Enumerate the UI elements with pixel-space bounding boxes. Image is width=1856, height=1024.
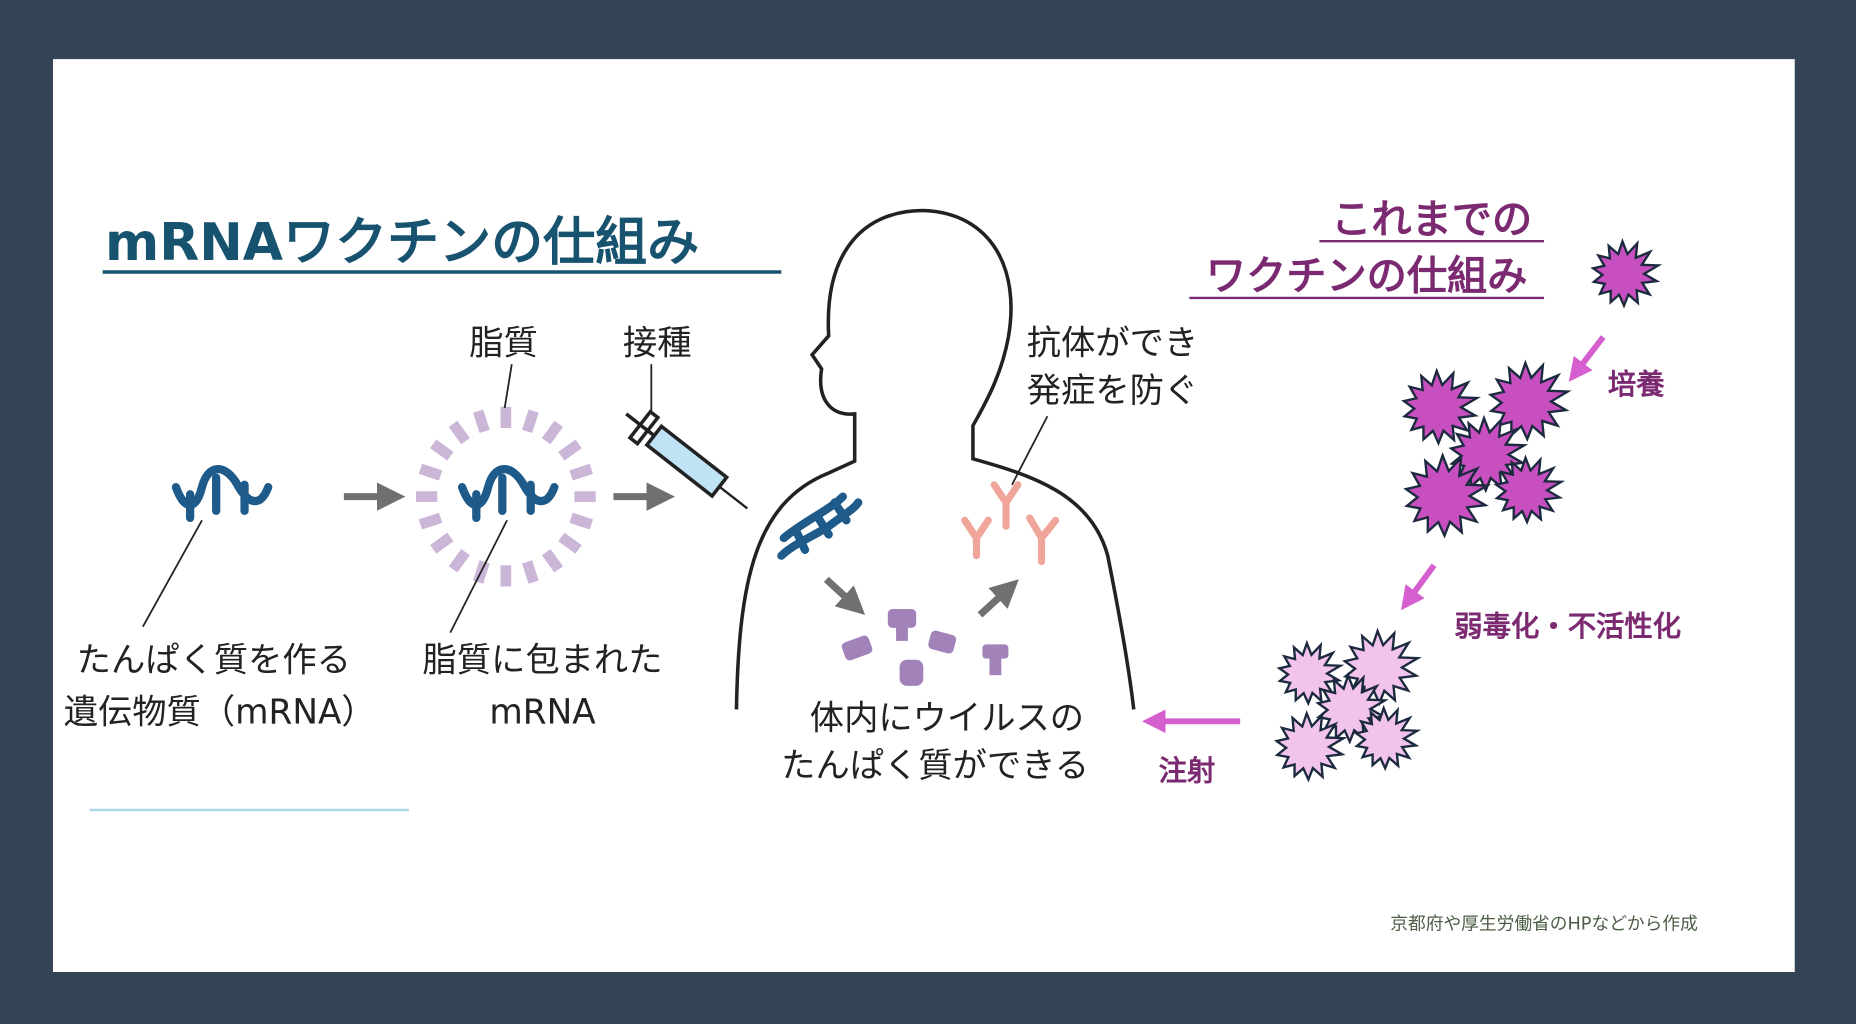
lipid-dash <box>558 439 582 461</box>
lipid-dash <box>541 548 563 573</box>
label-inject: 注射 <box>1159 754 1216 787</box>
virus-icon <box>1487 359 1572 443</box>
label-mrna-2: 遺伝物質（mRNA） <box>64 693 376 733</box>
label-culture: 培養 <box>1608 368 1665 401</box>
slide-background <box>52 59 1795 972</box>
arrow-attenuate-icon <box>1401 563 1437 611</box>
lipid-shell <box>416 406 596 587</box>
label-mrna-1: たんぱく質を作る <box>77 641 351 681</box>
arrow-down-icon <box>823 576 866 616</box>
label-wrapped-1: 脂質に包まれた <box>423 641 663 681</box>
label-antibody-1: 抗体ができ <box>1027 324 1198 364</box>
label-attenuate: 弱毒化・不活性化 <box>1454 610 1681 643</box>
lipid-dash <box>521 560 539 584</box>
virus-icon <box>1401 367 1481 447</box>
label-antibody-2: 発症を防ぐ <box>1027 371 1198 411</box>
label-protein-2: たんぱく質ができる <box>781 746 1089 786</box>
virus-icon <box>1403 452 1492 539</box>
lipid-dash <box>569 512 593 530</box>
syringe-icon <box>625 409 749 510</box>
virus-icon <box>1353 704 1422 772</box>
arrow-up-icon <box>977 579 1019 618</box>
body-mrna-icon <box>777 492 863 560</box>
human-silhouette <box>734 208 1136 710</box>
viral-protein-icons <box>841 608 1009 686</box>
virus-icon <box>1493 454 1566 525</box>
label-wrapped-2: mRNA <box>489 693 596 733</box>
lipid-dash <box>473 409 490 434</box>
traditional-title-1: これまでの <box>1331 197 1532 243</box>
lipid-dash <box>430 532 454 554</box>
arrow-culture-icon <box>1568 335 1606 382</box>
traditional-title-2: ワクチンの仕組み <box>1206 254 1528 300</box>
wrapped-mrna-icon <box>457 465 559 523</box>
mrna-title: mRNAワクチンの仕組み <box>105 213 699 273</box>
lipid-dash <box>418 512 443 530</box>
lipid-dash <box>558 532 582 554</box>
lipid-dash <box>448 548 470 573</box>
lipid-dash <box>448 420 470 445</box>
lipid-dash <box>430 439 454 461</box>
lipid-dash <box>418 463 443 481</box>
source-credit: 京都府や厚生労働省のHPなどから作成 <box>1390 913 1698 934</box>
mrna-icon <box>171 465 273 523</box>
label-protein-1: 体内にウイルスの <box>810 699 1084 739</box>
lipid-dash <box>541 420 563 445</box>
virus-icon <box>1273 709 1348 783</box>
label-lipid: 脂質 <box>469 324 538 364</box>
virus-icon <box>1590 238 1663 309</box>
lipid-dash <box>521 409 539 434</box>
leader-lines <box>142 364 1049 634</box>
virus-icon <box>1276 639 1345 707</box>
lipid-dash <box>569 463 593 481</box>
antibody-icons <box>961 481 1060 566</box>
label-injection: 接種 <box>623 324 692 364</box>
virus-cluster <box>1273 238 1663 783</box>
